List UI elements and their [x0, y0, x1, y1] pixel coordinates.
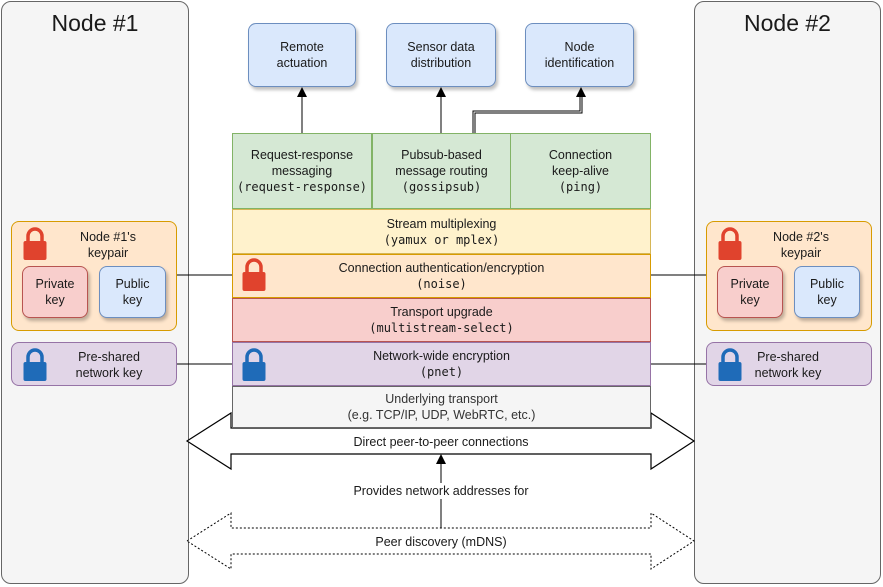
protocol-label: Connection keep-alive — [548, 148, 613, 178]
protocol-label: Pubsub-based message routing — [395, 148, 488, 178]
layer-label: Stream multiplexing — [386, 216, 497, 231]
remote-actuation-label: Remote actuation — [276, 40, 328, 70]
p2p-connections-label: Direct peer-to-peer connections — [353, 435, 529, 449]
layer-label: Connection authentication/encryption — [338, 261, 545, 275]
node-1-title: Node #1 — [51, 10, 139, 36]
node-identification-label: Node identification — [544, 40, 615, 70]
protocol-gossipsub: Pubsub-based message routing (gossipsub) — [372, 133, 511, 209]
protocol-code: (gossipsub) — [401, 180, 482, 194]
public-key-label: Public key — [809, 277, 845, 307]
node-1-psk-label: Pre-shared network key — [75, 350, 143, 380]
lock-icon — [718, 348, 742, 381]
node-1-public-key: Public key — [99, 266, 166, 318]
protocol-code: (request-response) — [236, 180, 368, 194]
node-1-private-key: Private key — [22, 266, 88, 318]
private-key-label: Private key — [35, 277, 75, 307]
lock-icon — [718, 227, 742, 260]
layer-code: (pnet) — [419, 365, 464, 379]
node-2-keypair-label: Node #2's keypair — [773, 230, 829, 260]
node-1-psk: Pre-shared network key — [11, 342, 177, 386]
protocol-ping: Connection keep-alive (ping) — [510, 133, 651, 209]
layer-label: Underlying transport — [385, 392, 498, 406]
node-identification-box: Node identification — [525, 23, 634, 87]
layer-label: Transport upgrade — [390, 305, 493, 319]
node-2-keypair: Node #2's keypair Private key Public key — [706, 221, 872, 331]
node-2-psk: Pre-shared network key — [706, 342, 872, 386]
lock-icon — [23, 227, 47, 260]
sensor-data-label: Sensor data distribution — [407, 40, 475, 70]
node-2-private-key: Private key — [717, 266, 783, 318]
protocol-label: Request-response messaging — [250, 148, 354, 178]
lock-icon — [242, 348, 266, 381]
layer-network-encryption: Network-wide encryption (pnet) — [232, 342, 651, 386]
node-2-title: Node #2 — [744, 10, 831, 36]
lock-icon — [23, 348, 47, 381]
node-1-keypair-label: Node #1's keypair — [80, 230, 136, 260]
node-2-psk-label: Pre-shared network key — [754, 350, 822, 380]
node-2-public-key: Public key — [794, 266, 860, 318]
layer-code: (yamux or mplex) — [383, 232, 500, 247]
public-key-label: Public key — [115, 277, 150, 307]
layer-stream-multiplexing: Stream multiplexing (yamux or mplex) — [232, 209, 651, 254]
node-1-keypair: Node #1's keypair Private key Public key — [11, 221, 177, 331]
layer-sub: (e.g. TCP/IP, UDP, WebRTC, etc.) — [347, 408, 536, 422]
protocol-code: (ping) — [558, 180, 603, 194]
layer-code: (noise) — [416, 277, 467, 291]
lock-icon — [242, 258, 266, 291]
layer-label: Network-wide encryption — [373, 349, 510, 363]
layer-authentication: Connection authentication/encryption (no… — [232, 254, 651, 298]
peer-discovery-label: Peer discovery (mDNS) — [375, 535, 507, 549]
remote-actuation-box: Remote actuation — [248, 23, 356, 87]
provides-addresses-text: Provides network addresses for — [351, 483, 531, 499]
layer-transport-upgrade: Transport upgrade (multistream-select) — [232, 298, 651, 342]
private-key-label: Private key — [730, 277, 770, 307]
provides-addresses-label: Provides network addresses for — [300, 482, 582, 500]
layer-underlying-transport: Underlying transport (e.g. TCP/IP, UDP, … — [232, 386, 651, 428]
sensor-data-box: Sensor data distribution — [386, 23, 496, 87]
layer-code: (multistream-select) — [369, 321, 514, 335]
protocol-request-response: Request-response messaging (request-resp… — [232, 133, 372, 209]
